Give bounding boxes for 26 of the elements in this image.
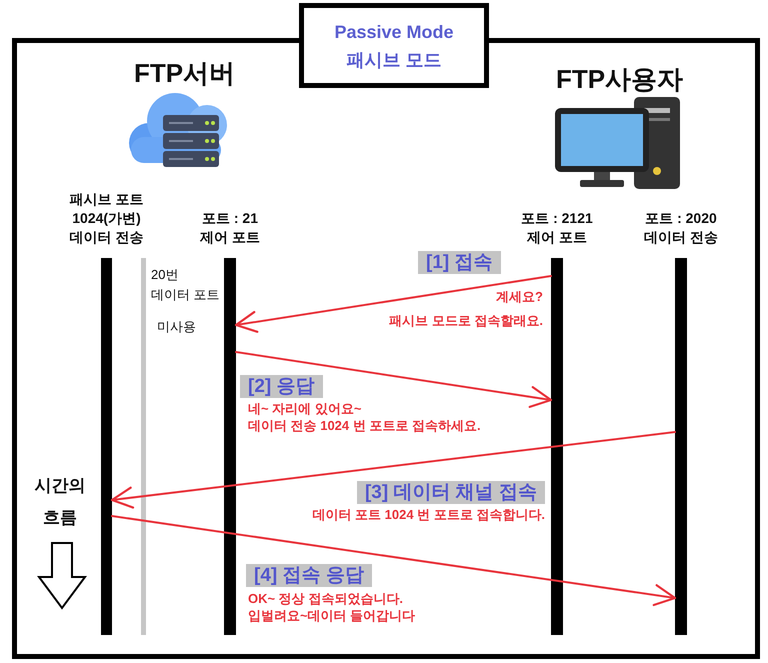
message-text: 입벌려요~데이터 들어갑니다 — [248, 608, 416, 624]
arrow — [111, 515, 676, 606]
time-label: 시간의 흐름 — [34, 475, 86, 529]
edge-label: [3] 데이터 채널 접속 — [356, 481, 545, 504]
arrow — [110, 431, 676, 509]
port-note: 데이터 포트 — [151, 286, 220, 303]
message-text: 데이터 전송 1024 번 포트로 접속하세요. — [248, 418, 481, 434]
group-heading: FTP사용자 — [556, 64, 684, 94]
port-label: 포트 : 21 제어 포트 — [198, 209, 261, 247]
edge-label: [1] 접속 — [418, 251, 500, 274]
group-heading: FTP서버 — [134, 58, 236, 88]
message-text: 데이터 포트 1024 번 포트로 접속합니다. — [312, 507, 545, 523]
message-text: 계세요? — [496, 289, 543, 305]
edge-label: [4] 접속 응답 — [246, 564, 372, 587]
edge-label: [2] 응답 — [240, 375, 322, 398]
message-text: 패시브 모드로 접속할래요. — [389, 313, 543, 329]
message-text: 네~ 자리에 있어요~ — [248, 401, 362, 417]
port-note: 20번 — [151, 266, 178, 283]
message-text: OK~ 정상 접속되었습니다. — [248, 591, 403, 607]
port-label: 포트 : 2020 데이터 전송 — [643, 209, 719, 247]
arrow — [235, 351, 552, 408]
port-label: 포트 : 2121 제어 포트 — [520, 209, 594, 247]
arrow — [234, 275, 552, 333]
title: Passive Mode 패시브 모드 — [299, 3, 489, 88]
port-note: 미사용 — [157, 318, 196, 335]
port-label: 패시브 포트 1024(가변) 데이터 전송 — [68, 190, 144, 247]
